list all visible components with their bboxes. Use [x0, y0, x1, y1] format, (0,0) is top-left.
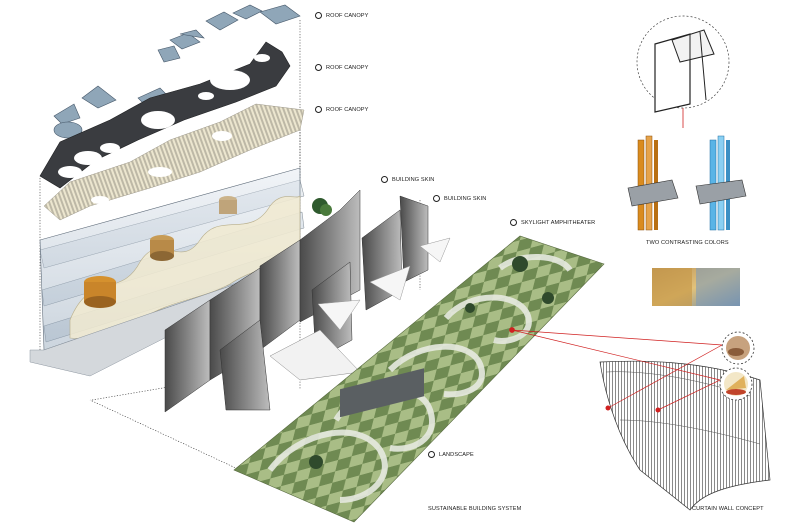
caption-sustainable-building-system: SUSTAINABLE BUILDING SYSTEM	[428, 506, 522, 512]
bullet-icon	[510, 219, 517, 226]
bullet-icon	[428, 451, 435, 458]
caption-curtain-wall-concept: CURTAIN WALL CONCEPT	[692, 506, 764, 512]
bullet-icon	[315, 106, 322, 113]
label-skylight-amphitheater: SKYLIGHT AMPHITHEATER	[510, 219, 595, 226]
label-building-skin-1: BUILDING SKIN	[381, 176, 434, 183]
material-sample	[652, 268, 740, 306]
caption-two-contrasting-colors: TWO CONTRASTING COLORS	[646, 240, 729, 246]
bullet-icon	[315, 64, 322, 71]
curtain-wall-concept	[599, 331, 771, 511]
curtain-wall-detail-circle	[636, 15, 730, 128]
mullion-details	[627, 135, 747, 231]
bullet-icon	[381, 176, 388, 183]
callout-lines	[509, 327, 723, 411]
label-landscape: LANDSCAPE	[428, 451, 474, 458]
landscape-plane	[233, 235, 605, 523]
roof-louvre-layer	[43, 103, 305, 221]
label-roof-canopy-1: ROOF CANOPY	[315, 12, 368, 19]
bullet-icon	[315, 12, 322, 19]
label-roof-canopy-3: ROOF CANOPY	[315, 106, 368, 113]
roof-canopy-slab	[39, 41, 291, 189]
label-roof-canopy-2: ROOF CANOPY	[315, 64, 368, 71]
building-skin-panels	[164, 189, 451, 413]
bullet-icon	[433, 195, 440, 202]
label-building-skin-2: BUILDING SKIN	[433, 195, 486, 202]
